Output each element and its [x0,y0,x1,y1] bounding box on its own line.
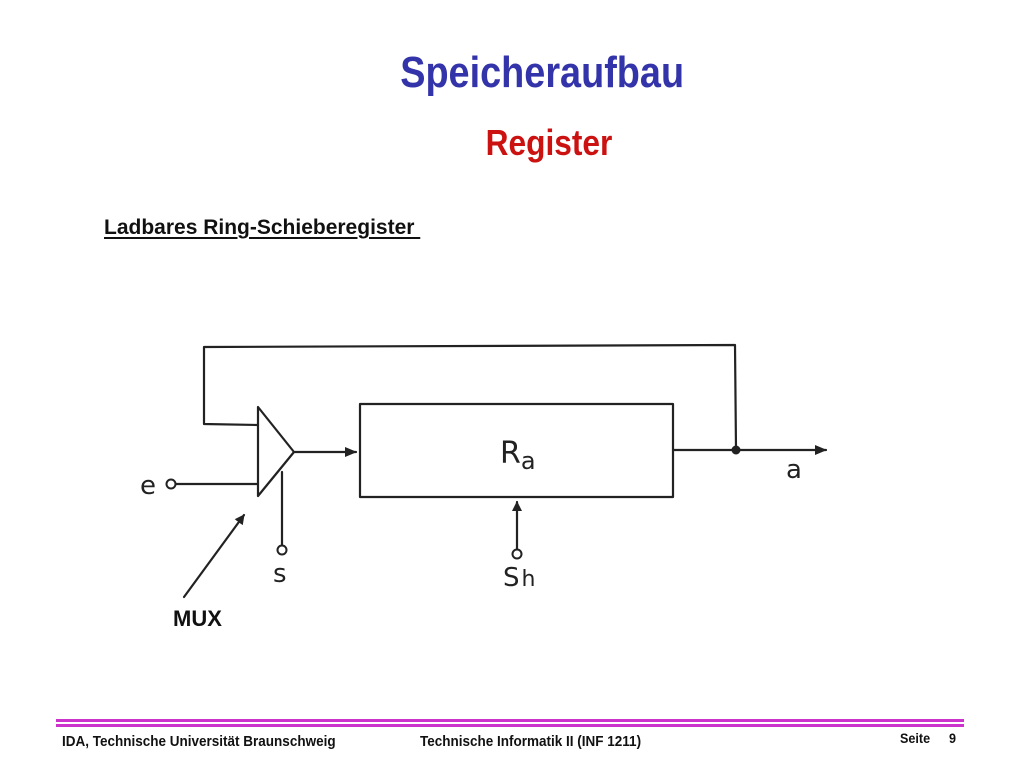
select-label: s [273,559,287,589]
input-terminal [165,478,177,490]
footer-rule-bottom [56,724,964,727]
shift-label: Sh [503,563,535,593]
mux-label: MUX [173,606,222,631]
register-label: Ra [500,436,536,475]
output-label: a [786,455,802,485]
footer-page-label: Seite [900,730,931,746]
page-subtitle: Register [485,122,613,163]
multiplexer-symbol [256,405,296,498]
mux-pointer-arrow [182,513,246,599]
footer-rule-top [56,719,964,722]
input-label: e [140,471,156,501]
footer-institution: IDA, Technische Universität Braunschweig [62,733,336,750]
junction-dot [731,445,741,455]
footer-course: Technische Informatik II (INF 1211) [420,733,642,750]
section-heading: Ladbares Ring-Schieberegister [104,216,421,239]
feedback-loop-wire [202,343,738,451]
footer-page-number: 9 [949,730,957,746]
shift-terminal [511,548,523,560]
select-terminal [276,544,288,556]
page-title: Speicheraufbau [400,48,685,97]
